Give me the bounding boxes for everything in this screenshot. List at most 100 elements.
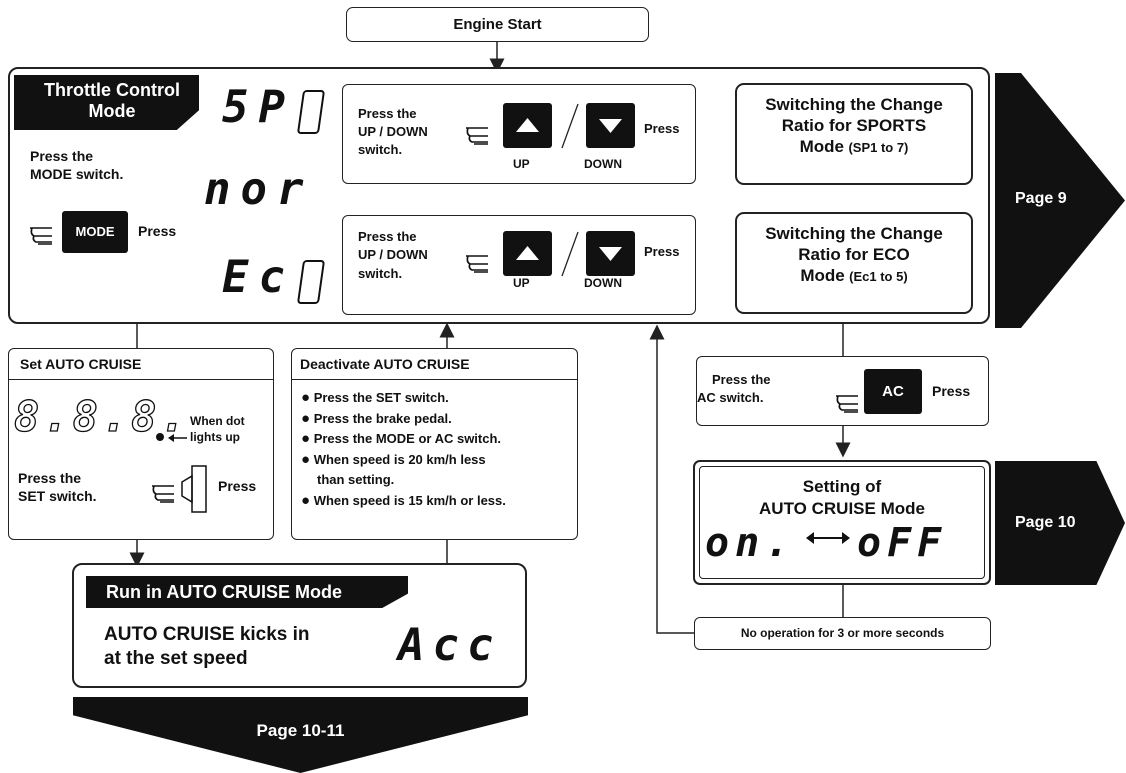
down-arrow-icon xyxy=(599,247,622,261)
updown-text-3: switch. xyxy=(358,266,403,281)
updown-press-text: Press xyxy=(644,244,680,259)
segment-display-ec: Ec xyxy=(222,252,295,303)
list-item-cont: than setting. xyxy=(317,472,395,487)
set-cruise-divider xyxy=(8,379,274,380)
no-operation-box: No operation for 3 or more seconds xyxy=(694,617,991,650)
ac-button[interactable]: AC xyxy=(864,369,922,414)
set-press-text-2: SET switch. xyxy=(18,488,97,504)
sports-ratio-line-3: Mode xyxy=(799,137,844,156)
updown-text-3: switch. xyxy=(358,142,403,157)
sports-ratio-range: (SP1 to 7) xyxy=(848,140,909,155)
run-header-label: Run in AUTO CRUISE Mode xyxy=(106,582,342,602)
engine-start-box: Engine Start xyxy=(346,7,649,42)
throttle-header-label: Throttle Control Mode xyxy=(44,80,180,121)
page-10-11-label: Page 10-11 xyxy=(256,721,345,740)
updown-press-text: Press xyxy=(644,121,680,136)
set-switch-icon[interactable] xyxy=(178,462,216,521)
down-arrow-icon xyxy=(599,119,622,133)
sports-ratio-line-1: Switching the Change xyxy=(765,95,943,114)
engine-start-label: Engine Start xyxy=(453,16,542,33)
no-operation-label: No operation for 3 or more seconds xyxy=(740,626,945,640)
segment-acc: Acc xyxy=(398,620,502,671)
hand-pointer-icon xyxy=(464,118,502,153)
eco-ratio-range: (Ec1 to 5) xyxy=(849,269,908,284)
eco-ratio-line-2: Ratio for ECO xyxy=(798,245,910,264)
sports-ratio-line-2: Ratio for SPORTS xyxy=(781,116,927,135)
list-item: ● Press the SET switch. xyxy=(301,389,449,406)
page-10-label: Page 10 xyxy=(1015,514,1076,531)
dot-label-2: lights up xyxy=(190,430,240,444)
run-line-2: at the set speed xyxy=(104,648,248,669)
list-item-text: Press the MODE or AC switch. xyxy=(313,431,502,446)
page-9-label: Page 9 xyxy=(1015,190,1067,207)
run-header: Run in AUTO CRUISE Mode xyxy=(86,576,408,608)
down-label: DOWN xyxy=(584,276,622,290)
mode-button-label: MODE xyxy=(75,224,115,239)
down-label: DOWN xyxy=(584,157,622,171)
segment-off: oFF xyxy=(857,520,948,566)
up-label: UP xyxy=(513,276,530,290)
list-item-text: When speed is 20 km/h less xyxy=(313,451,486,467)
sports-ratio-box: Switching the Change Ratio for SPORTS Mo… xyxy=(735,83,973,185)
list-item: ● Press the brake pedal. xyxy=(301,409,452,427)
ac-button-label: AC xyxy=(882,383,904,400)
hand-pointer-icon xyxy=(28,218,66,253)
hand-pointer-icon xyxy=(464,246,502,281)
deactivate-divider xyxy=(291,379,578,380)
list-item-text: When speed is 15 km/h or less. xyxy=(313,492,506,508)
deactivate-box xyxy=(291,348,578,540)
down-button[interactable] xyxy=(586,103,635,148)
slash-divider xyxy=(560,102,580,150)
eco-ratio-line-3: Mode xyxy=(800,266,845,285)
list-item: ● Press the MODE or AC switch. xyxy=(301,430,502,447)
updown-text-1: Press the xyxy=(358,229,417,244)
segment-on: on. xyxy=(705,520,796,566)
segment-888-display: 8.8.8. xyxy=(13,391,190,441)
ac-text-1: Press the xyxy=(712,372,771,387)
list-item: ● When speed is 20 km/h less xyxy=(301,450,486,468)
setting-line-1: Setting of xyxy=(802,477,882,496)
up-button[interactable] xyxy=(503,103,552,148)
up-button[interactable] xyxy=(503,231,552,276)
up-arrow-icon xyxy=(516,246,539,260)
segment-display-sp: 5P xyxy=(222,82,295,133)
page-10-link[interactable]: Page 10 xyxy=(995,461,1125,585)
list-item: ● When speed is 15 km/h or less. xyxy=(301,491,506,509)
ac-text-2: AC switch. xyxy=(697,390,764,405)
down-button[interactable] xyxy=(586,231,635,276)
press-mode-text-1: Press the xyxy=(30,148,94,164)
dot-indicator xyxy=(156,433,164,441)
dot-label-1: When dot xyxy=(190,414,245,428)
mode-press-text: Press xyxy=(138,223,177,239)
set-press-label: Press xyxy=(218,478,257,494)
ac-box xyxy=(696,356,989,426)
eco-ratio-line-1: Switching the Change xyxy=(765,224,943,243)
set-cruise-title: Set AUTO CRUISE xyxy=(20,356,142,372)
press-mode-text-2: MODE switch. xyxy=(30,166,124,182)
bidirectional-arrow-icon xyxy=(806,530,850,551)
hand-pointer-icon xyxy=(150,476,188,511)
run-line-1: AUTO CRUISE kicks in xyxy=(104,624,310,645)
setting-line-2: AUTO CRUISE Mode xyxy=(759,499,925,518)
mode-button[interactable]: MODE xyxy=(62,211,128,253)
updown-text-2: UP / DOWN xyxy=(358,247,428,262)
updown-text-2: UP / DOWN xyxy=(358,124,428,139)
arrow-left-icon xyxy=(168,431,188,449)
updown-text-1: Press the xyxy=(358,106,417,121)
set-cruise-box xyxy=(8,348,274,540)
setting-mode-box xyxy=(693,460,991,585)
list-item-text: Press the SET switch. xyxy=(313,390,449,405)
list-item-text: Press the brake pedal. xyxy=(313,410,452,426)
segment-888: 8.8.8. xyxy=(13,391,190,441)
deactivate-list: ● Press the SET switch. ● Press the brak… xyxy=(301,388,506,511)
segment-display-nor: nor xyxy=(204,164,314,215)
ac-press-text: Press xyxy=(932,383,971,399)
slash-divider xyxy=(560,230,580,278)
set-press-text-1: Press the xyxy=(18,470,82,486)
throttle-header: Throttle Control Mode xyxy=(14,75,199,130)
up-label: UP xyxy=(513,157,530,171)
hand-pointer-icon xyxy=(834,386,872,421)
up-arrow-icon xyxy=(516,118,539,132)
deactivate-title: Deactivate AUTO CRUISE xyxy=(300,356,470,372)
eco-ratio-box: Switching the Change Ratio for ECO Mode … xyxy=(735,212,973,314)
